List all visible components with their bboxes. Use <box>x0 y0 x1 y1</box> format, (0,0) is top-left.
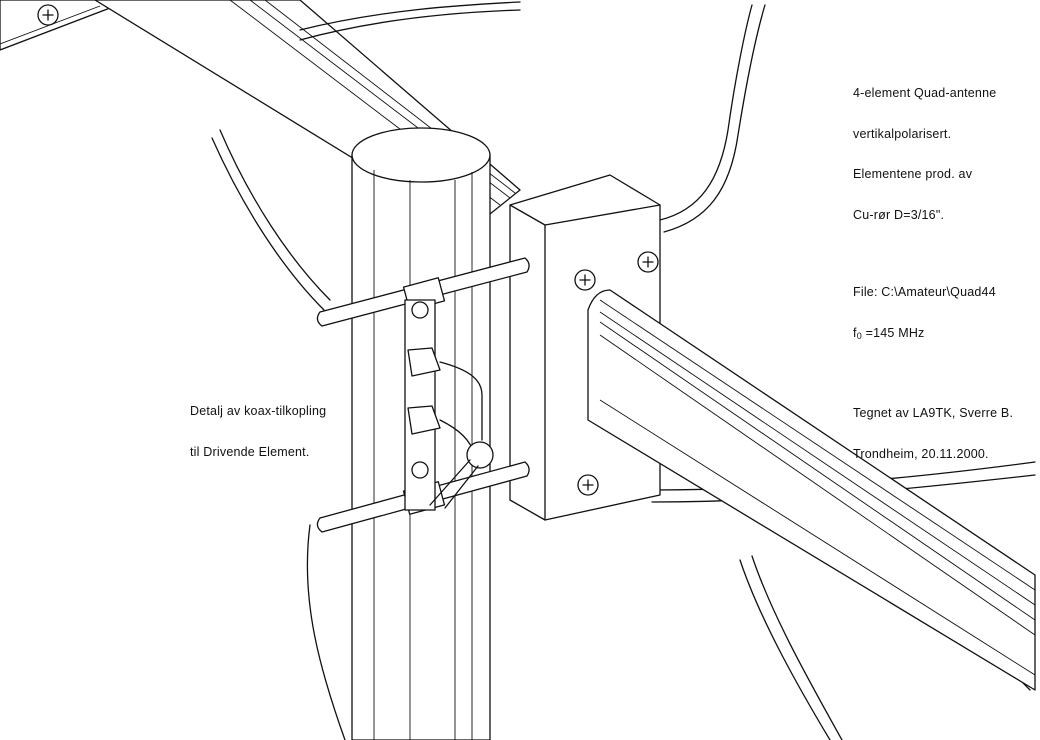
title-line: Cu-rør D=3/16". <box>853 207 945 222</box>
freq-subscript: 0 <box>856 330 862 341</box>
spacer <box>853 370 1013 380</box>
title-line: Elementene prod. av <box>853 167 973 181</box>
author-line: Tegnet av LA9TK, Sverre B. <box>853 406 1014 420</box>
detail-caption: Detalj av koax-tilkopling til Drivende E… <box>190 378 326 473</box>
freq-prefix: f <box>853 325 857 340</box>
frequency: f0 =145 MHz <box>853 325 1013 344</box>
drawing-notes: 4-element Quad-antenne vertikalpolariser… <box>853 60 1013 475</box>
author-line: Trondheim, 20.11.2000. <box>853 446 989 461</box>
main-boom <box>588 290 1035 690</box>
file-path: File: C:\Amateur\Quad44 <box>853 285 996 299</box>
title-line: 4-element Quad-antenne <box>853 86 997 100</box>
title-line: vertikalpolarisert. <box>853 126 952 141</box>
freq-value: =145 MHz <box>861 325 925 340</box>
detail-line: til Drivende Element. <box>190 444 310 459</box>
phillips-screw-icon <box>38 5 658 495</box>
detail-line: Detalj av koax-tilkopling <box>190 404 327 418</box>
spacer <box>853 249 1013 259</box>
terminal-strip <box>405 300 493 510</box>
